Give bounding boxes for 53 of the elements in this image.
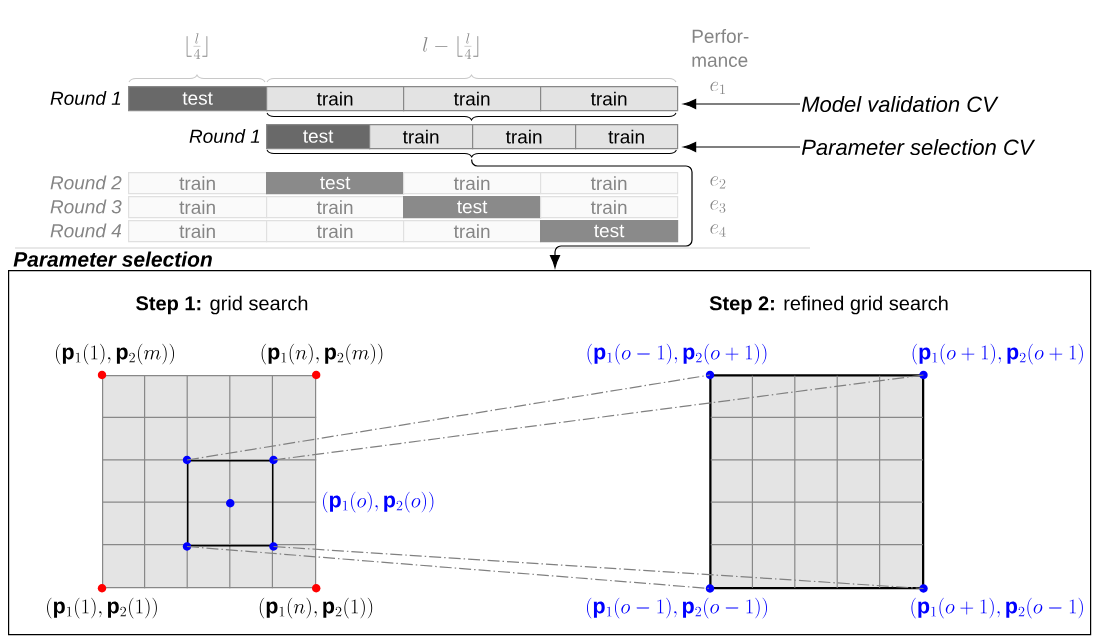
fold-cell: test <box>540 220 679 243</box>
fold-cell: train <box>403 220 542 243</box>
point-label: $(\mathbf{p}_1(o+1),\mathbf{p}_2(o-1)$ <box>911 597 1083 619</box>
fold-cell: train <box>128 172 268 195</box>
fold-cell: train <box>403 86 542 112</box>
fold-cell: train <box>472 124 577 150</box>
fold-cell: train <box>128 196 268 219</box>
annotation-text: Model validation CV <box>801 95 999 113</box>
selection-square <box>182 455 278 551</box>
performance-value: $e_4$ <box>710 224 726 237</box>
performance-value: $e_1$ <box>710 81 725 94</box>
step-heading: Step 1: grid search <box>136 295 308 315</box>
point-label: $(\mathbf{p}_1(n),\mathbf{p}_2(1))$ <box>259 597 373 619</box>
point-label: $(\mathbf{p}_1(o-1),\mathbf{p}_2(o-1))$ <box>587 597 767 619</box>
brace <box>266 149 677 158</box>
projection-line <box>186 374 711 461</box>
row-label: Round 2 <box>50 175 122 190</box>
fold-cell: train <box>266 196 405 219</box>
fold-cell: train <box>369 124 474 150</box>
fold-cell: train <box>128 220 268 243</box>
point-label: $(\mathbf{p}_1(o+1),\mathbf{p}_2(o+1)$ <box>912 343 1083 365</box>
fold-cell: train <box>266 86 405 112</box>
search-grid <box>97 370 321 593</box>
brace-label: $l-\lfloor\frac{l}{4}\rfloor$ <box>423 33 479 59</box>
annotation-text: Parameter selection CV <box>801 138 1036 156</box>
refined-grid <box>705 370 928 593</box>
fold-cell: test <box>266 124 371 150</box>
arrow <box>683 98 801 110</box>
column-heading: Perfor- mance <box>692 29 749 67</box>
point-label: $(\mathbf{p}_1(n),\mathbf{p}_2(m))$ <box>261 343 383 365</box>
brace-label: $\lfloor\frac{l}{4}\rfloor$ <box>186 33 208 59</box>
arrow <box>683 141 801 153</box>
fold-cell: train <box>266 220 405 243</box>
fold-cell: test <box>266 172 405 195</box>
fold-cell: train <box>540 196 679 219</box>
fold-cell: test <box>403 196 542 219</box>
point-label: $(\mathbf{p}_1(o),\mathbf{p}_2(o))$ <box>323 491 434 513</box>
performance-value: $e_3$ <box>710 200 726 213</box>
point-label: $(\mathbf{p}_1(1),\mathbf{p}_2(1))$ <box>47 597 157 619</box>
row-label: Round 4 <box>50 223 122 238</box>
row-label: Round 1 <box>189 129 260 143</box>
node-label: Parameter selection <box>13 251 212 267</box>
point-label: $(\mathbf{p}_1(1),\mathbf{p}_2(m))$ <box>55 343 174 365</box>
arrow <box>471 158 693 269</box>
point-label: $(\mathbf{p}_1(o-1),\mathbf{p}_2(o+1))$ <box>587 343 767 365</box>
fold-cell: train <box>540 86 679 112</box>
fold-cell: test <box>128 86 268 112</box>
fold-cell: train <box>403 172 542 195</box>
step-heading: Step 2: refined grid search <box>709 295 948 315</box>
row-label: Round 3 <box>50 199 122 214</box>
fold-cell: train <box>575 124 679 150</box>
performance-value: $e_2$ <box>710 176 726 189</box>
fold-cell: train <box>540 172 679 195</box>
